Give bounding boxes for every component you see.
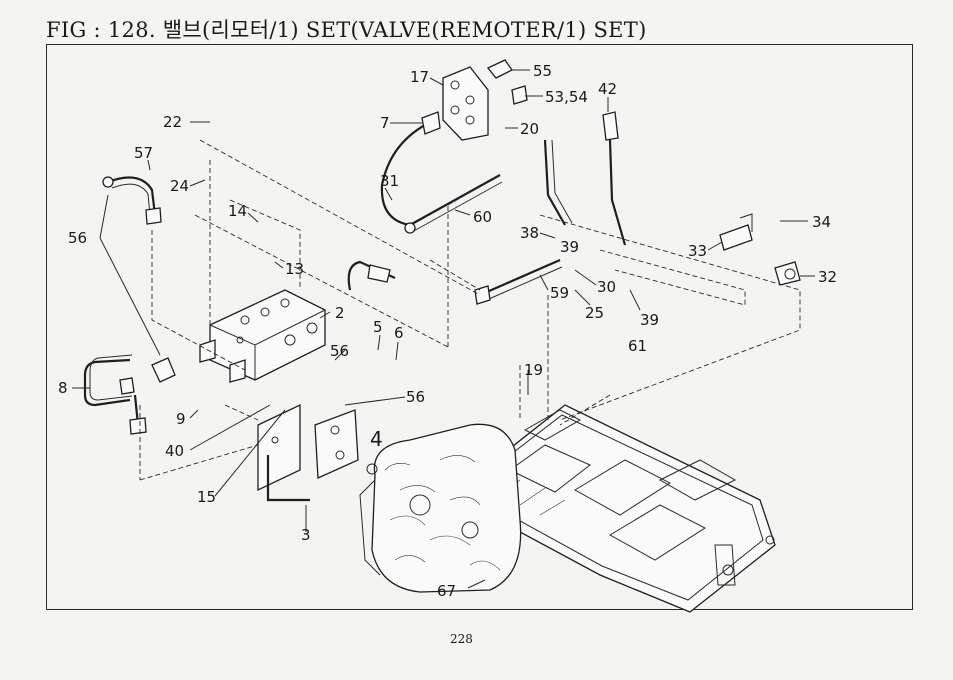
callout-61: 61 — [628, 337, 647, 355]
callout-3: 3 — [301, 526, 311, 544]
callout-20: 20 — [520, 120, 539, 138]
callout-13: 13 — [285, 260, 304, 278]
valve-block-drawing — [199, 289, 326, 383]
callout-2: 2 — [335, 304, 345, 322]
callout-56-lower: 56 — [406, 388, 425, 406]
callout-38: 38 — [520, 224, 539, 242]
figure-title: FIG : 128. 밸브(리모터/1) SET(VALVE(REMOTER/1… — [46, 18, 647, 42]
callout-39-upper: 39 — [560, 238, 579, 256]
callout-60: 60 — [473, 208, 492, 226]
pipe-assembly-drawing — [102, 176, 396, 383]
right-bracket-drawing — [719, 213, 801, 286]
callout-24: 24 — [170, 177, 189, 195]
callout-67: 67 — [437, 582, 456, 600]
callout-40: 40 — [165, 442, 184, 460]
engine-block-drawing — [359, 423, 522, 593]
callout-6: 6 — [394, 324, 404, 342]
callout-22: 22 — [163, 113, 182, 131]
callout-53-54: 53,54 — [545, 88, 588, 106]
callout-5: 5 — [373, 318, 383, 336]
bracket-plate-drawing — [257, 403, 378, 502]
callout-56-middle: 56 — [330, 342, 349, 360]
top-bracket-drawing — [442, 59, 619, 141]
phantom-outline-drawing — [139, 139, 801, 481]
callout-42: 42 — [598, 80, 617, 98]
callout-55: 55 — [533, 62, 552, 80]
page-number: 228 — [450, 632, 473, 646]
callout-19: 19 — [524, 361, 543, 379]
callout-34: 34 — [812, 213, 831, 231]
callout-14: 14 — [228, 202, 247, 220]
callout-7: 7 — [380, 114, 390, 132]
callout-25: 25 — [585, 304, 604, 322]
callout-57: 57 — [134, 144, 153, 162]
callout-labels: 55 17 53,54 42 7 20 22 57 24 31 60 14 56… — [58, 62, 837, 600]
callout-56-left: 56 — [68, 229, 87, 247]
callout-9: 9 — [176, 410, 186, 428]
linkage-rods-drawing — [380, 111, 627, 305]
callout-31: 31 — [380, 172, 399, 190]
drawing-frame — [46, 44, 913, 610]
callout-17: 17 — [410, 68, 429, 86]
callout-39-lower: 39 — [640, 311, 659, 329]
leader-lines — [72, 69, 815, 589]
callout-32: 32 — [818, 268, 837, 286]
callout-8: 8 — [58, 379, 68, 397]
callout-33: 33 — [688, 242, 707, 260]
hose-loop-drawing — [83, 354, 147, 435]
callout-4: 4 — [370, 427, 383, 451]
callout-15: 15 — [197, 488, 216, 506]
callout-30: 30 — [597, 278, 616, 296]
callout-59: 59 — [550, 284, 569, 302]
